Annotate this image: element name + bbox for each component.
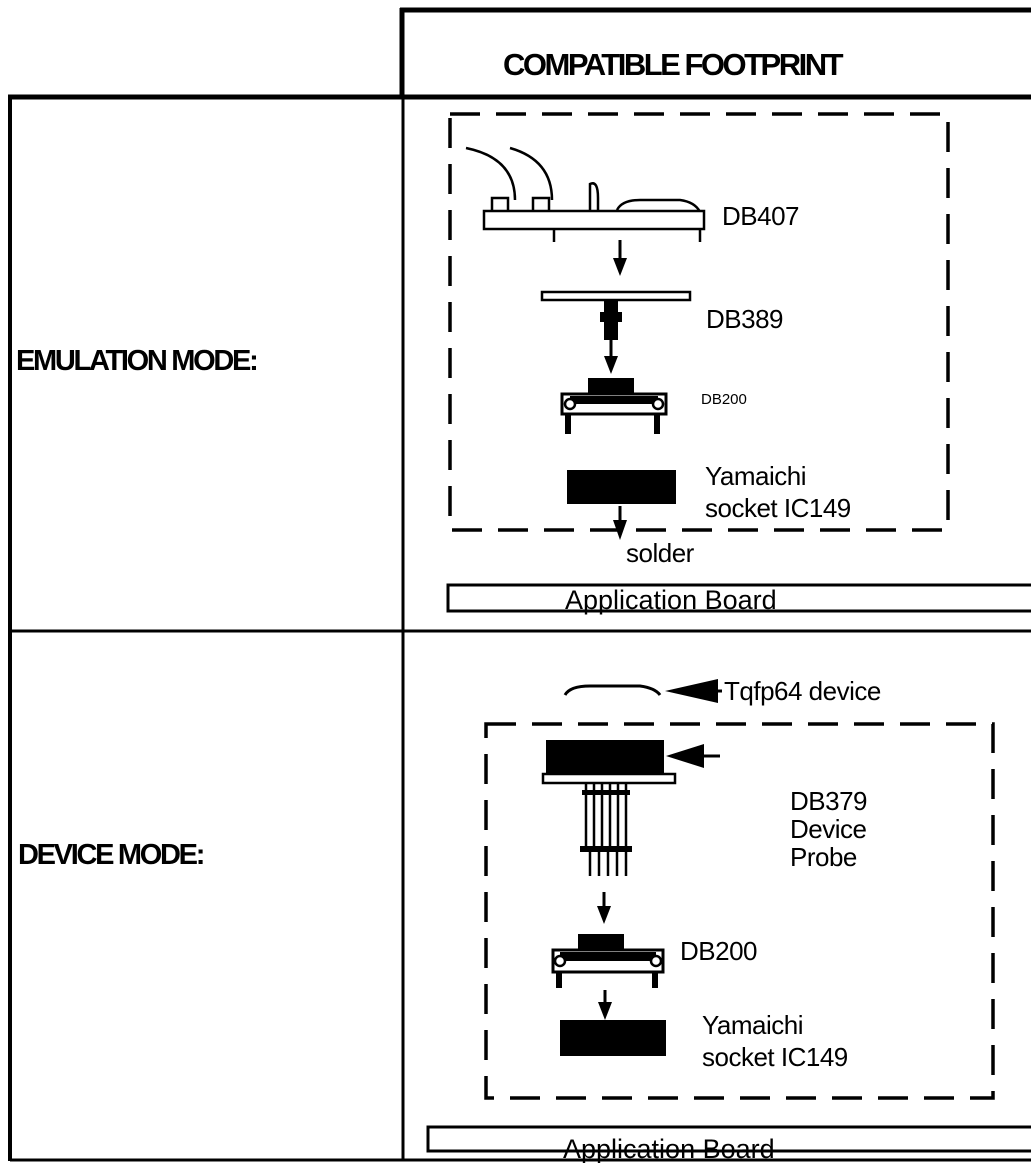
application-board-emulation — [446, 583, 1031, 613]
db200-band — [560, 952, 656, 961]
socket-label-line1: Yamaichi — [705, 461, 806, 491]
device-assembly: Tqfp64 device DB379 — [426, 676, 1031, 1163]
tqfp64-label: Tqfp64 device — [724, 676, 881, 706]
emulation-assembly: DB407 DB389 DB200 Yamaichi — [446, 112, 1031, 615]
db200-leg-right — [652, 972, 658, 988]
probe-collar-top — [582, 790, 630, 795]
arrow-probe-to-db200 — [597, 892, 611, 924]
db200-leg-left — [565, 414, 571, 434]
device-dashed-boundary — [484, 722, 995, 1100]
tqfp-arrow-head — [665, 679, 718, 703]
arrow-db407-to-db389 — [613, 240, 627, 276]
db389-plate — [540, 290, 692, 302]
db200-screw-right — [651, 397, 665, 411]
probe-collar-bottom — [580, 846, 632, 852]
cable-1 — [465, 146, 517, 201]
db200-screw-right — [649, 954, 663, 968]
db200-leg-right — [654, 414, 660, 434]
db200-leg-left — [556, 972, 562, 988]
db200-body-top — [588, 378, 634, 396]
db200-band — [570, 396, 658, 404]
db200-screw-left — [553, 954, 567, 968]
probe-head — [546, 740, 664, 776]
db200-connector — [560, 378, 668, 434]
socket-label-line2-device: socket IC149 — [702, 1042, 848, 1072]
db389-stem-collar — [600, 312, 622, 322]
db200-body-top — [578, 934, 624, 952]
yamaichi-socket-device — [560, 1020, 666, 1056]
clip — [588, 182, 600, 210]
socket-label-line2: socket IC149 — [705, 493, 851, 523]
emulation-dashed-boundary — [448, 112, 950, 532]
db407-label: DB407 — [722, 201, 799, 231]
db379-label-line1: DB379 — [790, 786, 867, 816]
db200-label: DB200 — [701, 391, 747, 408]
arrow-db200-to-socket — [598, 990, 612, 1020]
tqfp64-chip — [563, 684, 662, 696]
emulation-mode-label: EMULATION MODE: — [16, 345, 256, 377]
application-board-label-emulation: Application Board — [565, 585, 777, 615]
arrow-head — [613, 520, 627, 540]
db200-connector-device — [551, 934, 665, 988]
arrow-head — [597, 906, 611, 924]
application-board-device — [426, 1125, 1031, 1153]
db200-screw-left — [563, 397, 577, 411]
db379-label-line2: Device — [790, 814, 867, 844]
table-grid — [8, 7, 1031, 1162]
device-mode-label: DEVICE MODE: — [18, 839, 203, 871]
db200-label-device: DB200 — [680, 936, 757, 966]
probe-plate — [541, 772, 677, 785]
db407-board — [465, 146, 706, 242]
db389-label: DB389 — [706, 304, 783, 334]
db389-adapter — [540, 290, 692, 374]
column-title: COMPATIBLE FOOTPRINT — [503, 47, 844, 82]
yamaichi-socket — [567, 470, 676, 504]
arrow-head — [613, 258, 627, 276]
db379-label-line3: Probe — [790, 842, 857, 872]
socket-label-line1-device: Yamaichi — [702, 1010, 803, 1040]
db379-probe — [541, 740, 720, 876]
solder-arrow — [613, 506, 627, 540]
ic-chip — [615, 198, 702, 213]
arrow-head — [598, 1002, 612, 1020]
solder-label: solder — [626, 538, 695, 568]
db407-pcb — [482, 209, 706, 231]
probe-pins — [584, 783, 628, 876]
cable-2 — [509, 146, 554, 201]
application-board-label-device: Application Board — [563, 1134, 775, 1163]
probe-arrow-head — [666, 744, 704, 768]
arrow-head — [604, 356, 618, 374]
